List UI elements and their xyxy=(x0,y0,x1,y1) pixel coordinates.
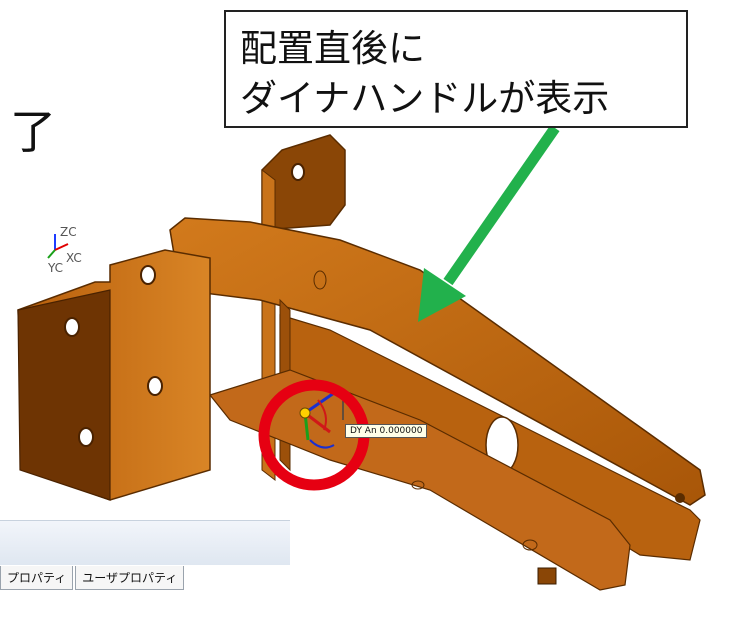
callout-line-1: 配置直後に xyxy=(240,27,425,70)
callout-line-2: ダイナハンドルが表示 xyxy=(240,77,610,120)
dynamic-handle-icon[interactable] xyxy=(299,391,344,449)
axis-label-xc: XC xyxy=(66,251,82,265)
pointer-arrow xyxy=(418,124,560,322)
tab-user-properties[interactable]: ユーザプロパティ xyxy=(75,566,185,590)
bracket-left-flange xyxy=(17,163,305,501)
wcs-triad-icon: ZC XC YC xyxy=(47,225,82,275)
axis-label-zc: ZC xyxy=(60,225,77,239)
bracket-long-arm xyxy=(169,217,706,561)
annotation-callout: 配置直後に ダイナハンドルが表示 xyxy=(224,10,688,128)
tab-properties[interactable]: プロパティ xyxy=(0,566,74,590)
dialog-header-strip xyxy=(0,520,290,565)
bracket-lower-arm xyxy=(208,369,631,591)
slide-title-fragment: 了 xyxy=(10,105,56,159)
axis-label-yc: YC xyxy=(47,261,63,275)
dynamic-handle-tooltip: DY An 0.000000 xyxy=(345,424,428,438)
properties-tabbar: プロパティ ユーザプロパティ xyxy=(0,566,186,590)
